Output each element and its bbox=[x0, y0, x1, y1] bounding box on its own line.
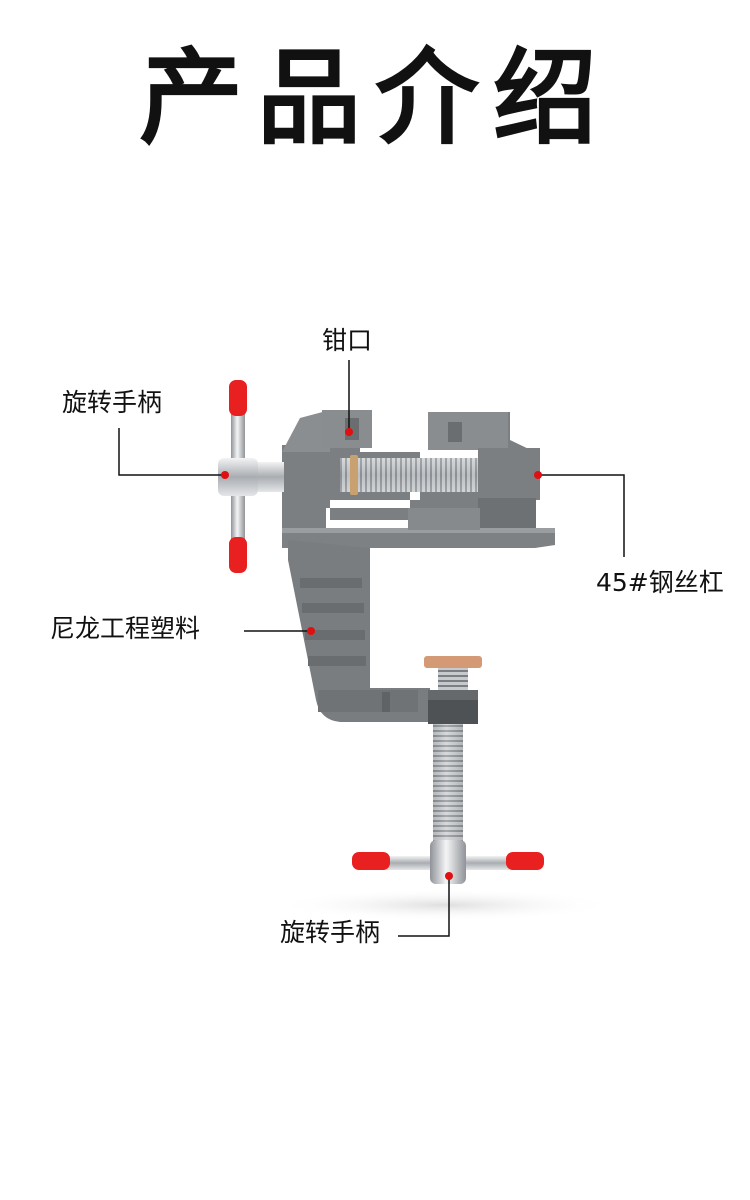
screw-marker bbox=[534, 471, 542, 479]
top-handle-marker bbox=[221, 471, 229, 479]
bottom-handle-label: 旋转手柄 bbox=[280, 918, 381, 947]
fixed-jaw bbox=[282, 445, 326, 535]
top-handle-label: 旋转手柄 bbox=[62, 388, 163, 417]
jaw-label: 钳口 bbox=[322, 326, 373, 355]
bottom-handle-tip-right bbox=[506, 852, 544, 870]
movable-jaw bbox=[428, 412, 508, 450]
bottom-handle-marker bbox=[445, 872, 453, 880]
top-handle-hub bbox=[218, 458, 258, 496]
bottom-handle-callout-line bbox=[398, 876, 450, 937]
bottom-handle-tip-left bbox=[352, 852, 390, 870]
floor-shadow bbox=[275, 889, 615, 921]
page-title: 产品介绍 bbox=[138, 37, 611, 159]
vise-table bbox=[282, 530, 555, 548]
screw-callout-line bbox=[538, 474, 625, 557]
body-marker bbox=[307, 627, 315, 635]
top-handle-callout-line bbox=[118, 428, 225, 476]
screw-label: 45#钢丝杠 bbox=[596, 568, 724, 597]
copper-clamp-pad bbox=[424, 656, 482, 668]
body-material-label: 尼龙工程塑料 bbox=[50, 614, 201, 643]
bottom-handle-hub bbox=[430, 840, 466, 884]
top-handle-tip-upper bbox=[229, 380, 247, 416]
top-handle-tip-lower bbox=[229, 537, 247, 573]
jaw-marker bbox=[345, 428, 353, 436]
